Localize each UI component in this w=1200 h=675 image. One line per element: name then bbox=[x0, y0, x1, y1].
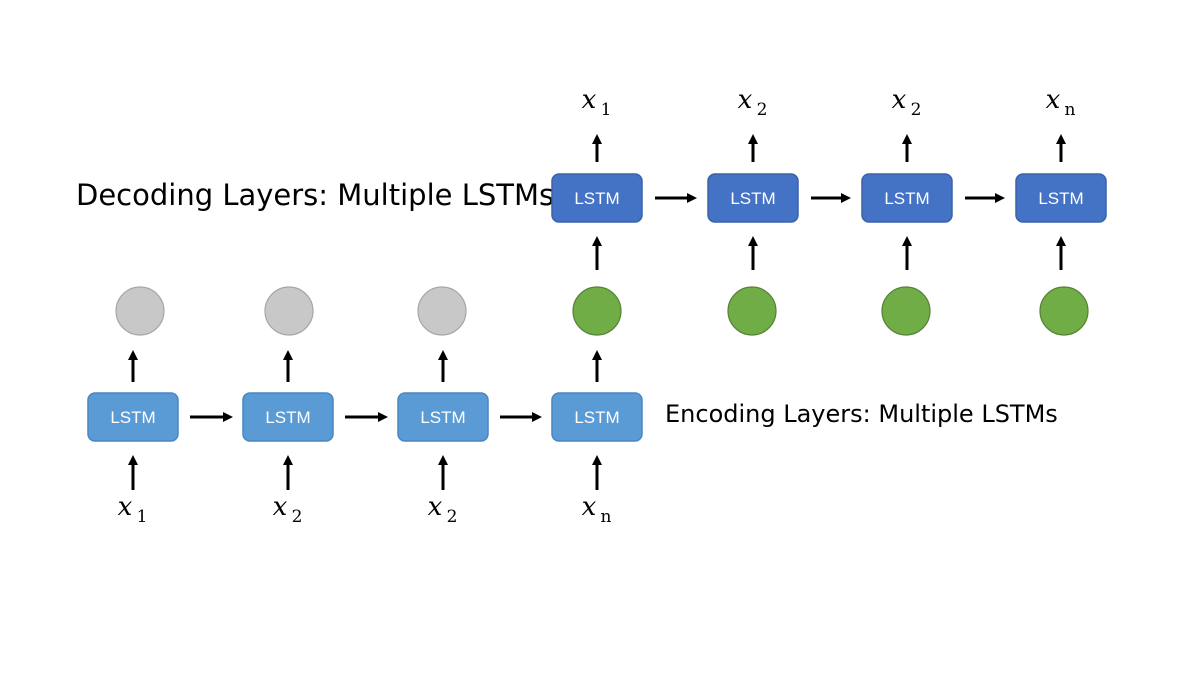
decoder-output-3-subscript: 2 bbox=[911, 100, 922, 120]
encoder-input-arrow-1-head bbox=[128, 455, 138, 465]
encoder-lstm-box-4-label: LSTM bbox=[574, 408, 619, 427]
decoder-lstm-box-4 bbox=[1015, 173, 1107, 223]
hidden-state-7 bbox=[1039, 286, 1089, 336]
encoder-recurrent-arrow-3-head bbox=[532, 412, 542, 422]
encoder-lstm-box-1-label: LSTM bbox=[110, 408, 155, 427]
encoder-lstm-box-1 bbox=[87, 392, 179, 442]
hidden-state-4 bbox=[572, 286, 622, 336]
encoder-output-arrow-4-head bbox=[592, 350, 602, 360]
encoder-input-3-subscript: 2 bbox=[447, 507, 458, 527]
decoder-output-4: x bbox=[1046, 85, 1061, 115]
encoder-lstm-box-2 bbox=[242, 392, 334, 442]
encoder-input-3: x bbox=[428, 492, 443, 522]
encoder-input-arrow-2-head bbox=[283, 455, 293, 465]
decoder-layer-label: Decoding Layers: Multiple LSTMs bbox=[76, 178, 554, 212]
encoder-recurrent-arrow-1-head bbox=[223, 412, 233, 422]
decoder-recurrent-arrow-3-head bbox=[995, 193, 1005, 203]
decoder-output-arrow-3-head bbox=[902, 134, 912, 144]
encoder-output-arrow-2-head bbox=[283, 350, 293, 360]
decoder-output-2: x bbox=[738, 85, 753, 115]
encoder-input-1: x bbox=[118, 492, 133, 522]
encoder-input-4-subscript: n bbox=[601, 507, 612, 527]
decoder-output-arrow-1-head bbox=[592, 134, 602, 144]
decoder-lstm-box-3-label: LSTM bbox=[884, 189, 929, 208]
encoder-lstm-box-2-label: LSTM bbox=[265, 408, 310, 427]
decoder-output-1: x bbox=[582, 85, 597, 115]
decoder-lstm-box-4-label: LSTM bbox=[1038, 189, 1083, 208]
encoder-recurrent-arrow-2-head bbox=[378, 412, 388, 422]
decoder-output-2-subscript: 2 bbox=[757, 100, 768, 120]
hidden-state-2 bbox=[264, 286, 314, 336]
decoder-recurrent-arrow-1-head bbox=[687, 193, 697, 203]
decoder-input-arrow-3-head bbox=[902, 236, 912, 246]
decoder-input-arrow-2-head bbox=[748, 236, 758, 246]
decoder-output-arrow-4-head bbox=[1056, 134, 1066, 144]
decoder-output-1-subscript: 1 bbox=[601, 100, 612, 120]
encoder-input-2-subscript: 2 bbox=[292, 507, 303, 527]
decoder-output-3: x bbox=[892, 85, 907, 115]
encoder-input-2: x bbox=[273, 492, 288, 522]
decoder-output-4-subscript: n bbox=[1065, 100, 1076, 120]
hidden-state-1 bbox=[115, 286, 165, 336]
decoder-lstm-box-2-label: LSTM bbox=[730, 189, 775, 208]
encoder-input-1-subscript: 1 bbox=[137, 507, 148, 527]
encoder-output-arrow-1-head bbox=[128, 350, 138, 360]
encoder-input-arrow-3-head bbox=[438, 455, 448, 465]
decoder-output-arrow-2-head bbox=[748, 134, 758, 144]
encoder-layer-label: Encoding Layers: Multiple LSTMs bbox=[665, 400, 1058, 428]
decoder-recurrent-arrow-2-head bbox=[841, 193, 851, 203]
decoder-input-arrow-1-head bbox=[592, 236, 602, 246]
encoder-lstm-box-3-label: LSTM bbox=[420, 408, 465, 427]
decoder-lstm-box-2 bbox=[707, 173, 799, 223]
decoder-lstm-box-1-label: LSTM bbox=[574, 189, 619, 208]
encoder-input-4: x bbox=[582, 492, 597, 522]
decoder-input-arrow-4-head bbox=[1056, 236, 1066, 246]
hidden-state-3 bbox=[417, 286, 467, 336]
encoder-lstm-box-3 bbox=[397, 392, 489, 442]
hidden-state-6 bbox=[881, 286, 931, 336]
encoder-output-arrow-3-head bbox=[438, 350, 448, 360]
encoder-lstm-box-4 bbox=[551, 392, 643, 442]
decoder-lstm-box-1 bbox=[551, 173, 643, 223]
decoder-lstm-box-3 bbox=[861, 173, 953, 223]
encoder-input-arrow-4-head bbox=[592, 455, 602, 465]
hidden-state-5 bbox=[727, 286, 777, 336]
